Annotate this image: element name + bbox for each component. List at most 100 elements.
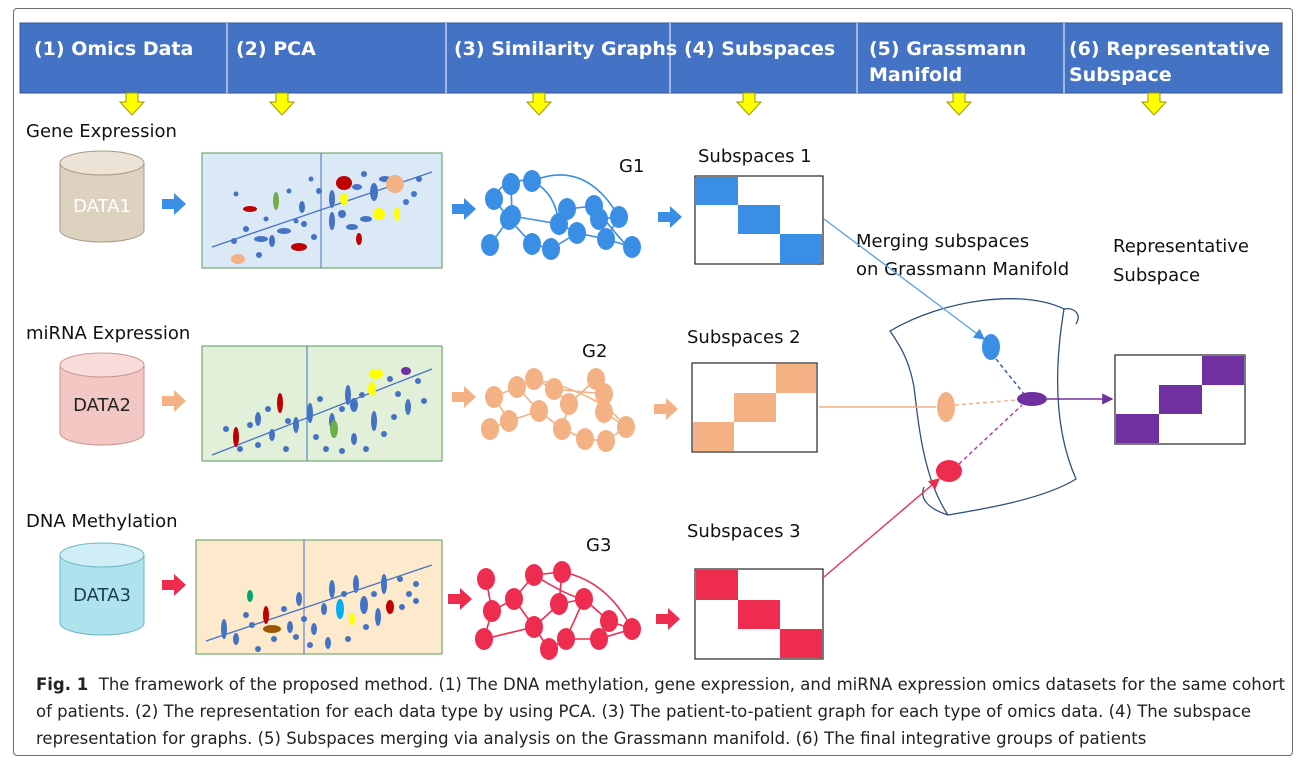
pca-point xyxy=(287,621,293,633)
pca-point xyxy=(373,208,385,220)
pca-point xyxy=(281,606,287,612)
pca-point xyxy=(329,190,335,208)
pca-point xyxy=(369,369,383,379)
down-arrow-1 xyxy=(118,92,146,116)
pca-point xyxy=(397,576,403,582)
graph-node xyxy=(590,208,608,230)
pca-point xyxy=(391,414,397,420)
pca-point xyxy=(346,224,358,230)
database-data1: DATA1 xyxy=(59,150,145,243)
pca-point xyxy=(255,442,261,448)
caption-label: Fig. 1 xyxy=(36,675,89,694)
pca-point xyxy=(361,171,367,177)
arrow-graph3-subspace xyxy=(656,608,680,630)
pca-point xyxy=(352,184,362,190)
pca-point xyxy=(293,417,299,433)
graph-node xyxy=(523,170,541,192)
manifold-point-red xyxy=(936,460,962,482)
down-arrow-3 xyxy=(525,92,553,116)
pca-point xyxy=(421,398,427,404)
pca-point xyxy=(221,619,227,639)
pca-point xyxy=(263,216,269,222)
graph-label-g2: G2 xyxy=(582,341,607,362)
pca-point xyxy=(375,608,381,626)
arrow-pca2-graph xyxy=(452,386,476,408)
pca-point xyxy=(249,622,255,628)
data1-label: DATA1 xyxy=(73,196,131,217)
pca-point xyxy=(363,446,369,452)
graph-node xyxy=(595,383,613,405)
pca-point xyxy=(371,411,377,431)
header-step-3: (3) Similarity Graphs xyxy=(454,38,677,60)
pca-point xyxy=(345,385,351,405)
pca-point xyxy=(338,210,346,218)
pca-point xyxy=(403,199,409,205)
pca-point xyxy=(231,254,245,264)
pca-point xyxy=(368,382,376,396)
graph-node xyxy=(553,418,571,440)
header-step-4: (4) Subspaces xyxy=(684,38,835,60)
row-label-dna: DNA Methylation xyxy=(26,511,178,532)
graph-node xyxy=(597,228,615,250)
pca-point xyxy=(399,604,405,610)
graph-node xyxy=(595,401,613,423)
pca-plot-mirna xyxy=(201,345,443,462)
pca-point xyxy=(283,446,289,452)
figure-caption: Fig. 1 The framework of the proposed met… xyxy=(36,671,1286,752)
representative-label-line2: Subspace xyxy=(1113,265,1200,286)
pca-point xyxy=(299,201,305,213)
dashed-link-orange xyxy=(954,399,1018,406)
graph-node xyxy=(530,400,548,422)
pca-point xyxy=(411,191,417,197)
arrow-data2-pca xyxy=(162,390,186,412)
step-arrows xyxy=(118,92,1168,116)
graph-node xyxy=(508,376,526,398)
pca-point xyxy=(223,426,229,432)
graph-node xyxy=(590,628,608,650)
pca-point xyxy=(311,234,317,240)
pca-point xyxy=(277,393,283,413)
row-label-gene: Gene Expression xyxy=(26,121,177,142)
graph-node xyxy=(560,393,578,415)
pca-point xyxy=(395,391,401,397)
down-arrow-2 xyxy=(268,92,296,116)
pca-point xyxy=(339,406,345,412)
graph-node xyxy=(475,628,493,650)
pca-plot-dna xyxy=(195,539,443,655)
pca-point xyxy=(233,427,239,447)
pca-point xyxy=(247,422,253,428)
graph-node xyxy=(600,610,618,632)
graph-node xyxy=(500,410,518,432)
manifold-point-representative xyxy=(1017,392,1047,406)
pca-point xyxy=(308,176,314,182)
connector-subspace1 xyxy=(823,218,986,340)
pca-point xyxy=(363,624,369,630)
caption-text: The framework of the proposed method. (1… xyxy=(36,675,1286,748)
graph-node xyxy=(483,600,501,622)
pca-point xyxy=(247,590,253,602)
down-arrow-5 xyxy=(945,92,973,116)
pca-point xyxy=(243,612,249,618)
graph-node xyxy=(553,561,571,583)
subspace-matrix-1 xyxy=(694,175,824,265)
pca-point xyxy=(285,418,291,424)
arrow-data3-pca xyxy=(162,574,186,596)
pca-point xyxy=(316,188,322,194)
pca-point xyxy=(233,633,239,645)
connector-subspace3 xyxy=(823,478,941,578)
pca-point xyxy=(340,193,348,205)
pca-point xyxy=(301,221,307,227)
arrow-graph1-subspace xyxy=(658,206,682,228)
pca-point xyxy=(416,176,422,182)
graph-node xyxy=(481,234,499,256)
graph-node xyxy=(550,593,568,615)
pca-point xyxy=(293,218,299,224)
pca-point xyxy=(415,378,421,384)
pca-point xyxy=(263,625,281,633)
pca-point xyxy=(351,433,357,445)
pca-point xyxy=(256,252,262,258)
pca-point xyxy=(277,228,291,234)
pca-point xyxy=(394,207,400,221)
manifold-point-orange xyxy=(937,392,955,422)
pca-point xyxy=(317,396,323,402)
